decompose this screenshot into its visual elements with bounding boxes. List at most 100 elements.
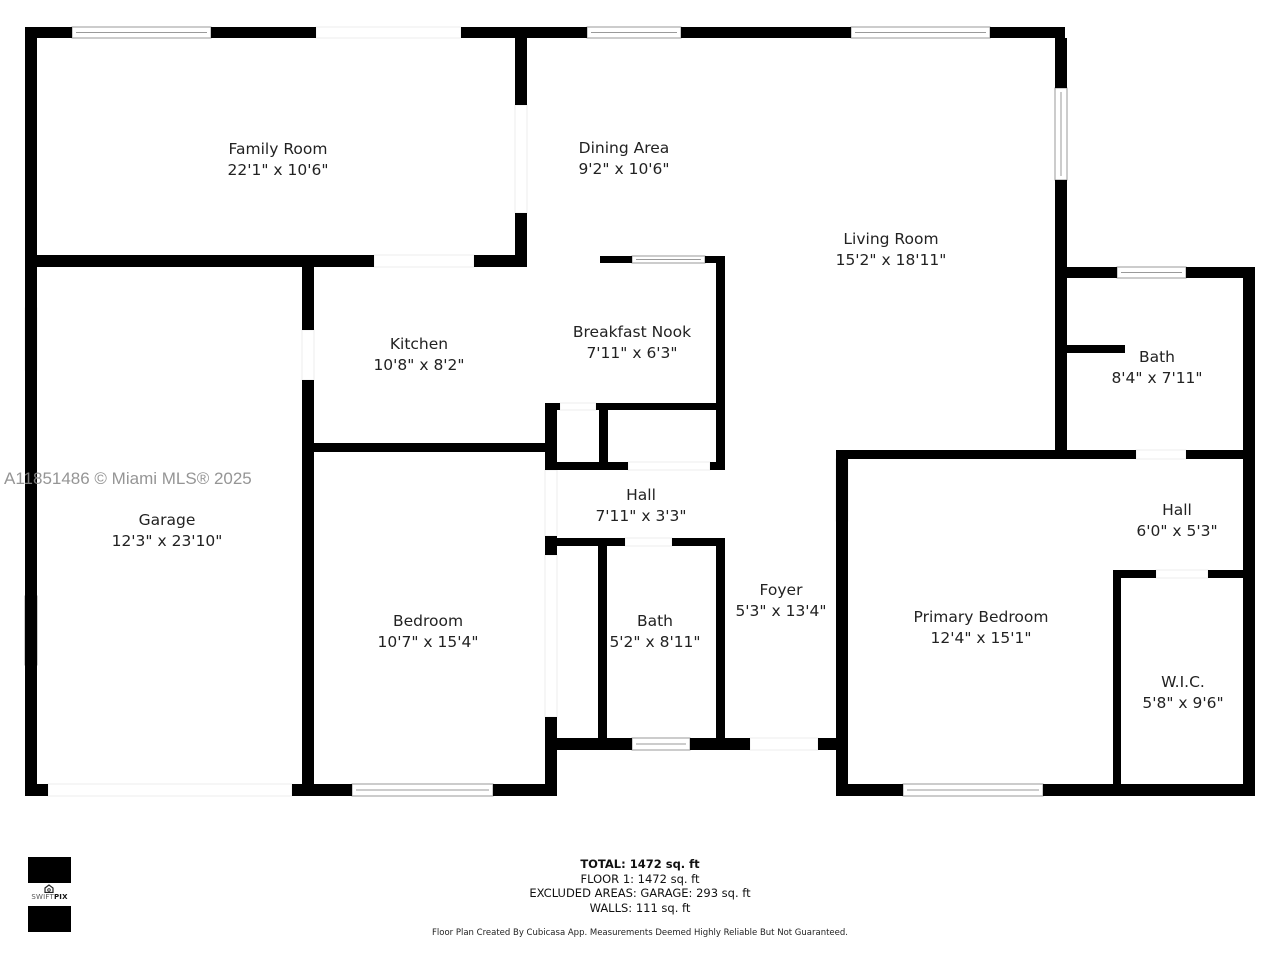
room-name: Kitchen	[389, 335, 449, 353]
room-name: Garage	[138, 511, 196, 529]
room-dining-area: Dining Area 9'2" x 10'6"	[578, 138, 669, 180]
room-dimensions: 7'11" x 6'3"	[586, 344, 678, 362]
wall	[1113, 570, 1121, 796]
wall	[1060, 345, 1125, 353]
excluded-area: EXCLUDED AREAS: GARAGE: 293 sq. ft	[529, 886, 751, 900]
room-bath-1: Bath 8'4" x 7'11"	[1111, 347, 1202, 389]
door-opening	[373, 254, 475, 268]
wall	[836, 450, 1136, 459]
room-garage: Garage 12'3" x 23'10"	[112, 510, 223, 552]
wall	[474, 255, 527, 267]
door-opening	[624, 537, 673, 547]
swiftpix-logo: SWIFTPIX	[28, 857, 71, 932]
wall	[705, 256, 725, 263]
room-name: Family Room	[228, 140, 328, 158]
door-opening	[1135, 449, 1187, 460]
room-dimensions: 9'2" x 10'6"	[578, 160, 670, 178]
room-bath-2: Bath 5'2" x 8'11"	[609, 611, 700, 653]
wall	[836, 784, 903, 796]
door-opening	[559, 402, 597, 411]
wall	[1043, 784, 1255, 796]
room-dimensions: 10'7" x 15'4"	[377, 633, 479, 651]
room-dimensions: 15'2" x 18'11"	[835, 251, 947, 269]
wall	[302, 380, 314, 796]
walls	[25, 27, 1255, 796]
area-summary: TOTAL: 1472 sq. ft FLOOR 1: 1472 sq. ft …	[390, 857, 890, 915]
wall	[710, 462, 725, 470]
room-wic: W.I.C.5'8" x 9'6"	[1142, 672, 1223, 714]
wall	[1055, 38, 1067, 88]
wall	[302, 255, 314, 330]
wall	[515, 38, 527, 105]
wall	[1243, 267, 1255, 796]
room-dimensions: 12'4" x 15'1"	[930, 629, 1032, 647]
wall	[545, 538, 625, 546]
room-bedroom: Bedroom 10'7" x 15'4"	[378, 611, 479, 653]
wall	[545, 403, 557, 470]
logo-block-top	[28, 857, 71, 883]
wall	[716, 256, 725, 470]
wall	[690, 738, 750, 750]
wall	[836, 521, 848, 796]
door-opening	[544, 554, 558, 718]
logo-text: SWIFTPIX	[31, 893, 68, 901]
room-name: W.I.C.	[1161, 673, 1205, 691]
wall	[681, 27, 851, 38]
disclaimer: Floor Plan Created By Cubicasa App. Meas…	[432, 928, 848, 938]
wall	[545, 462, 628, 470]
house-icon	[44, 884, 54, 893]
room-name: Dining Area	[578, 139, 670, 157]
room-name: Bath	[1138, 348, 1176, 366]
room-primary-bedroom: Primary Bedroom 12'4" x 15'1"	[914, 607, 1049, 649]
wall	[836, 450, 848, 521]
room-dimensions: 5'2" x 8'11"	[609, 633, 701, 651]
room-dimensions: 6'0" x 5'3"	[1136, 522, 1218, 540]
wall	[599, 403, 608, 470]
total-area: TOTAL: 1472 sq. ft	[580, 857, 700, 871]
door-opening	[627, 461, 711, 471]
room-name: Bedroom	[392, 612, 464, 630]
wall	[672, 538, 725, 546]
room-name: Foyer	[759, 581, 803, 599]
wall	[1055, 180, 1067, 452]
room-name: Bath	[636, 612, 674, 630]
room-name: Primary Bedroom	[913, 608, 1049, 626]
wall	[716, 538, 725, 750]
door-opening	[749, 737, 819, 751]
room-foyer: Foyer 5'3" x 13'4"	[735, 580, 826, 622]
door-opening	[47, 783, 293, 797]
room-dimensions: 22'1" x 10'6"	[227, 161, 329, 179]
wall	[515, 213, 527, 267]
door-opening	[301, 329, 315, 381]
room-dimensions: 12'3" x 23'10"	[111, 532, 223, 550]
wall	[545, 717, 557, 796]
wall	[493, 784, 557, 796]
wall	[596, 403, 725, 410]
room-dimensions: 8'4" x 7'11"	[1111, 369, 1203, 387]
room-name: Living Room	[843, 230, 939, 248]
wall	[25, 27, 37, 796]
door-opening	[514, 104, 528, 214]
wall	[1186, 450, 1255, 459]
wall	[25, 784, 48, 796]
door-opening	[315, 26, 462, 39]
room-hall-2: Hall 6'0" x 5'3"	[1136, 500, 1217, 542]
wall	[600, 256, 632, 263]
wall	[990, 27, 1065, 38]
mls-watermark: A11851486 © Miami MLS® 2025	[4, 469, 252, 488]
room-dimensions: 7'11" x 3'3"	[595, 507, 687, 525]
wall	[1113, 570, 1156, 578]
door-opening	[544, 469, 558, 537]
wall	[598, 538, 607, 740]
walls-area: WALLS: 111 sq. ft	[589, 900, 691, 915]
wall	[1186, 267, 1255, 278]
wall	[1060, 267, 1117, 278]
room-dimensions: 5'3" x 13'4"	[735, 602, 827, 620]
room-name: Hall	[1162, 501, 1192, 519]
door-opening	[1155, 569, 1209, 579]
logo-block-bottom	[28, 906, 71, 932]
wall	[314, 443, 553, 452]
